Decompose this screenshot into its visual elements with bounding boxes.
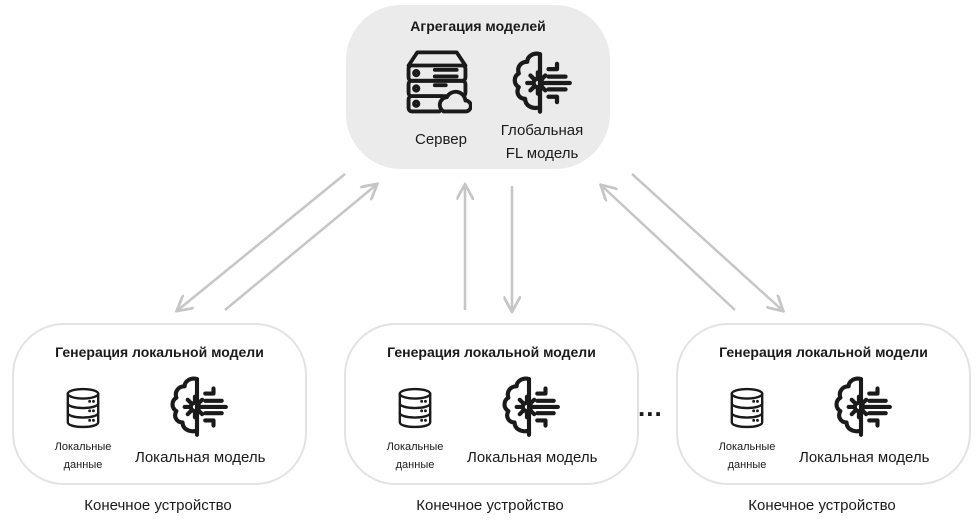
- local-data-label-1: Локальные: [54, 441, 112, 453]
- brain-gear-icon: [828, 375, 894, 441]
- device-title: Генерация локальной модели: [55, 344, 264, 360]
- device-title: Генерация локальной модели: [387, 344, 596, 360]
- device-caption-1: Конечное устройство: [84, 497, 232, 514]
- database-icon: [396, 387, 434, 429]
- local-model-label: Локальная модель: [799, 449, 930, 466]
- local-data-label-1: Локальные: [386, 441, 444, 453]
- device-title: Генерация локальной модели: [719, 344, 928, 360]
- server-icon: [402, 48, 472, 118]
- local-model-label: Локальная модель: [467, 449, 598, 466]
- device-box-2: Генерация локальной модели Локальные дан…: [344, 323, 639, 485]
- local-data-label-1: Локальные: [718, 441, 776, 453]
- brain-gear-icon: [164, 375, 230, 441]
- device-caption-3: Конечное устройство: [748, 497, 896, 514]
- device-caption-2: Конечное устройство: [416, 497, 564, 514]
- database-icon: [728, 387, 766, 429]
- brain-gear-icon: [496, 375, 562, 441]
- aggregation-box: Агрегация моделей Сервер Глобальная FL м…: [346, 5, 610, 169]
- global-model-label-1: Глобальная: [500, 122, 584, 139]
- arrow-down-left: [178, 173, 346, 310]
- aggregation-title: Агрегация моделей: [410, 18, 546, 34]
- local-model-label: Локальная модель: [135, 449, 266, 466]
- server-label: Сервер: [414, 131, 467, 148]
- device-box-3: Генерация локальной модели Локальные дан…: [676, 323, 971, 485]
- local-data-label-2: данные: [727, 459, 767, 471]
- ellipsis: ...: [638, 392, 663, 422]
- database-icon: [64, 387, 102, 429]
- local-data-label-2: данные: [395, 459, 435, 471]
- brain-gear-icon: [506, 50, 574, 118]
- arrow-up-left: [224, 185, 376, 311]
- local-data-label-2: данные: [63, 459, 103, 471]
- arrow-down-right: [631, 173, 782, 310]
- device-box-1: Генерация локальной модели Локальные дан…: [12, 323, 307, 485]
- arrow-up-right: [602, 186, 736, 311]
- global-model-label-2: FL модель: [505, 145, 579, 162]
